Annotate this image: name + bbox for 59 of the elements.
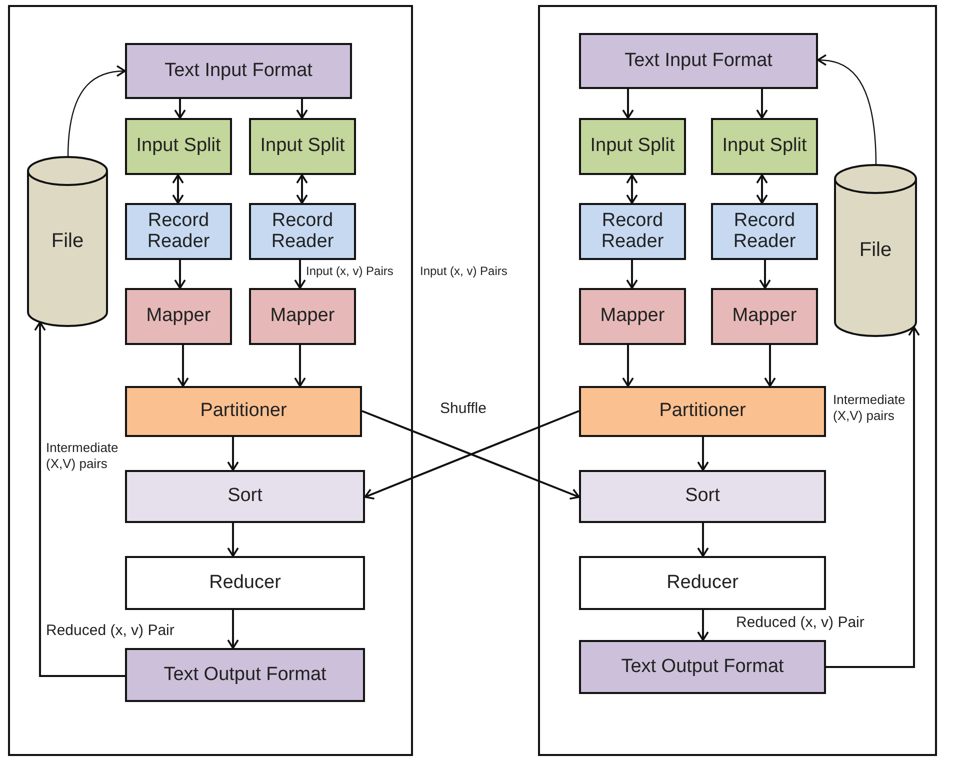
arrow (697, 610, 709, 641)
input-split-box: Input Split (579, 118, 686, 175)
node-panel (538, 5, 937, 756)
file-cylinder: File (27, 157, 108, 326)
arrow (626, 260, 638, 289)
arrow (294, 260, 306, 289)
format-box: Text Output Format (579, 640, 826, 694)
record-reader-box: Record Reader (249, 203, 356, 260)
sort-box: Sort (125, 470, 365, 523)
mapper-box: Mapper (579, 288, 686, 345)
annotation-text: Input (x, v) Pairs (420, 264, 508, 278)
format-box: Text Input Format (579, 33, 818, 89)
arrow (756, 174, 768, 204)
arrow (67, 65, 126, 158)
arrow (756, 89, 768, 119)
annotation-text: Intermediate (X,V) pairs (46, 440, 118, 472)
arrow (296, 174, 308, 204)
sort-box: Sort (579, 470, 826, 523)
mapper-box: Mapper (249, 288, 356, 345)
arrow (172, 174, 184, 204)
arrow (294, 345, 306, 387)
reducer-box: Reducer (125, 556, 365, 610)
input-split-box: Input Split (711, 118, 818, 175)
file-cylinder: File (834, 165, 917, 336)
input-split-box: Input Split (125, 118, 232, 175)
mapper-box: Mapper (711, 288, 818, 345)
arrow (759, 260, 771, 289)
arrow (227, 523, 239, 557)
arrow (622, 89, 634, 119)
arrow (697, 523, 709, 557)
arrow (626, 174, 638, 204)
record-reader-box: Record Reader (711, 203, 818, 260)
format-box: Text Input Format (125, 43, 352, 99)
reducer-box: Reducer (579, 556, 826, 610)
record-reader-box: Record Reader (125, 203, 232, 260)
arrow (764, 345, 776, 387)
arrow (697, 437, 709, 471)
arrow (622, 345, 634, 387)
annotation-text: Intermediate (X,V) pairs (833, 392, 906, 424)
partitioner-box: Partitioner (579, 386, 826, 437)
arrow (177, 345, 189, 387)
arrow (826, 326, 920, 668)
arrow (227, 610, 239, 649)
annotation-text: Input (x, v) Pairs (306, 264, 394, 278)
mapper-box: Mapper (125, 288, 232, 345)
format-box: Text Output Format (125, 648, 365, 702)
annotation-text: Shuffle (440, 400, 486, 417)
node-panel (8, 5, 413, 756)
arrow (227, 437, 239, 471)
input-split-box: Input Split (249, 118, 356, 175)
annotation-text: Reduced (x, v) Pair (736, 614, 864, 631)
arrow (34, 321, 125, 677)
annotation-text: Reduced (x, v) Pair (46, 622, 174, 639)
record-reader-box: Record Reader (579, 203, 686, 260)
partitioner-box: Partitioner (125, 386, 362, 437)
arrow (174, 260, 186, 289)
arrow (174, 99, 186, 119)
arrow (817, 54, 877, 166)
arrow (296, 99, 308, 119)
